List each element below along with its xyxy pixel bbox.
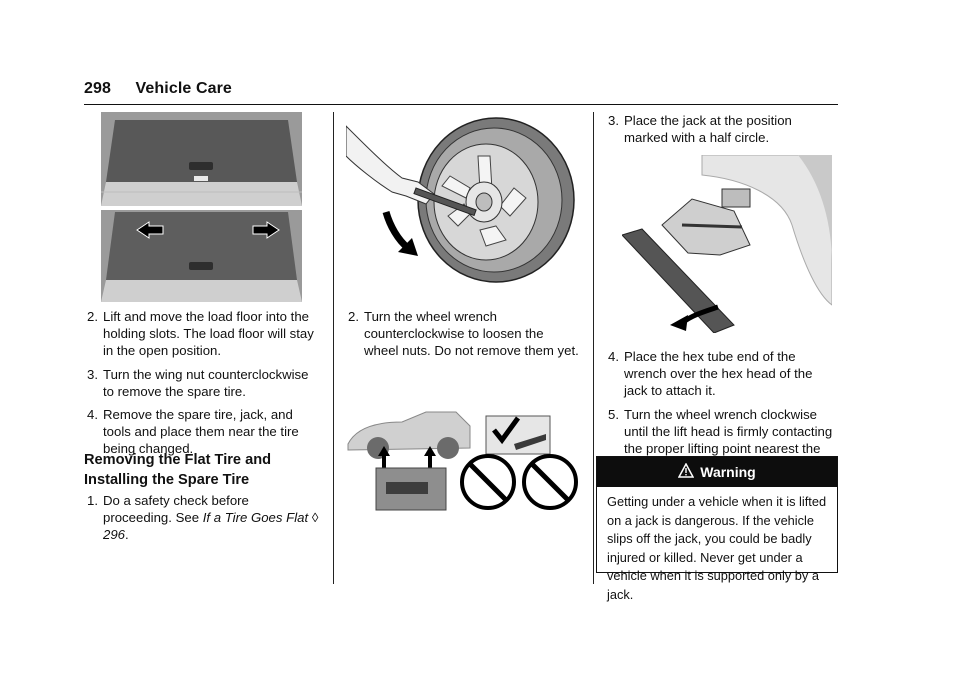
column-divider-right: [593, 112, 594, 584]
step-tail: .: [125, 527, 129, 543]
step-text: Turn the wheel wrench clockwise until th…: [624, 406, 833, 474]
jack-points-illustration: [346, 404, 578, 512]
left-steps-list: 2. Lift and move the load floor into the …: [87, 308, 319, 464]
left-substeps-list: 1. Do a safety check before proceeding. S…: [87, 492, 319, 550]
warning-body: Getting under a vehicle when it is lifte…: [607, 494, 827, 602]
page-title: Vehicle Care: [135, 80, 232, 97]
step-text: Place the jack at the position marked wi…: [624, 113, 792, 146]
step-number: 2.: [348, 309, 359, 324]
step-text: Lift and move the load floor into the ho…: [103, 309, 314, 359]
warning-title: Warning: [700, 464, 756, 480]
step-text: Turn the wing nut counterclockwise to re…: [103, 366, 309, 399]
step-text: Turn the wheel wrench counterclockwise t…: [364, 309, 579, 359]
load-floor-illustration: [101, 112, 302, 302]
warning-box: Warning Getting under a vehicle when it …: [596, 456, 838, 602]
section-title: Removing the Flat Tire and Installing th…: [84, 452, 272, 488]
right-top-steps-list: 3. Place the jack at the position marked …: [608, 112, 838, 152]
page-header: 298 Vehicle Care: [84, 80, 232, 98]
warning-header: Warning: [597, 457, 837, 487]
step-text: Remove the spare tire, jack, and tools a…: [103, 407, 299, 457]
warning-triangle-icon: [677, 462, 695, 481]
page-ref-number[interactable]: 296: [103, 527, 126, 543]
list-item: 3. Place the jack at the position marked …: [608, 112, 838, 146]
list-item: 4. Remove the spare tire, jack, and tools…: [87, 406, 319, 458]
header-rule: [84, 104, 838, 105]
list-item: 2. Lift and move the load floor into the …: [87, 308, 319, 360]
step-number: 1.: [87, 493, 98, 508]
step-number: 5.: [608, 406, 619, 422]
middle-steps-list: 2. Turn the wheel wrench counterclockwise…: [348, 308, 580, 366]
step-number: 4.: [87, 407, 98, 423]
page-ref-symbol: ◊: [311, 510, 319, 526]
page-number: 298: [84, 80, 111, 97]
list-item: 4. Place the hex tube end of the wrench o…: [608, 348, 838, 400]
column-divider-left: [333, 112, 334, 584]
step-number: 3.: [608, 113, 619, 128]
cross-reference-link[interactable]: If a Tire Goes Flat: [202, 510, 309, 526]
list-item: 5. Turn the wheel wrench clockwise until …: [608, 406, 838, 475]
step-text: Do a safety check before proceeding. See: [103, 493, 249, 526]
step-number: 4.: [608, 349, 619, 364]
wheel-wrench-illustration: [346, 116, 578, 284]
list-item: 2. Turn the wheel wrench counterclockwise…: [348, 308, 580, 360]
step-number: 3.: [87, 366, 98, 382]
scissor-jack-illustration: [622, 155, 832, 333]
list-item: 3. Turn the wing nut counterclockwise to …: [87, 366, 319, 400]
step-text: Place the hex tube end of the wrench ove…: [624, 349, 813, 399]
right-bottom-steps-list: 4. Place the hex tube end of the wrench o…: [608, 348, 838, 480]
step-number: 2.: [87, 309, 98, 324]
list-item: 1. Do a safety check before proceeding. S…: [87, 492, 319, 544]
